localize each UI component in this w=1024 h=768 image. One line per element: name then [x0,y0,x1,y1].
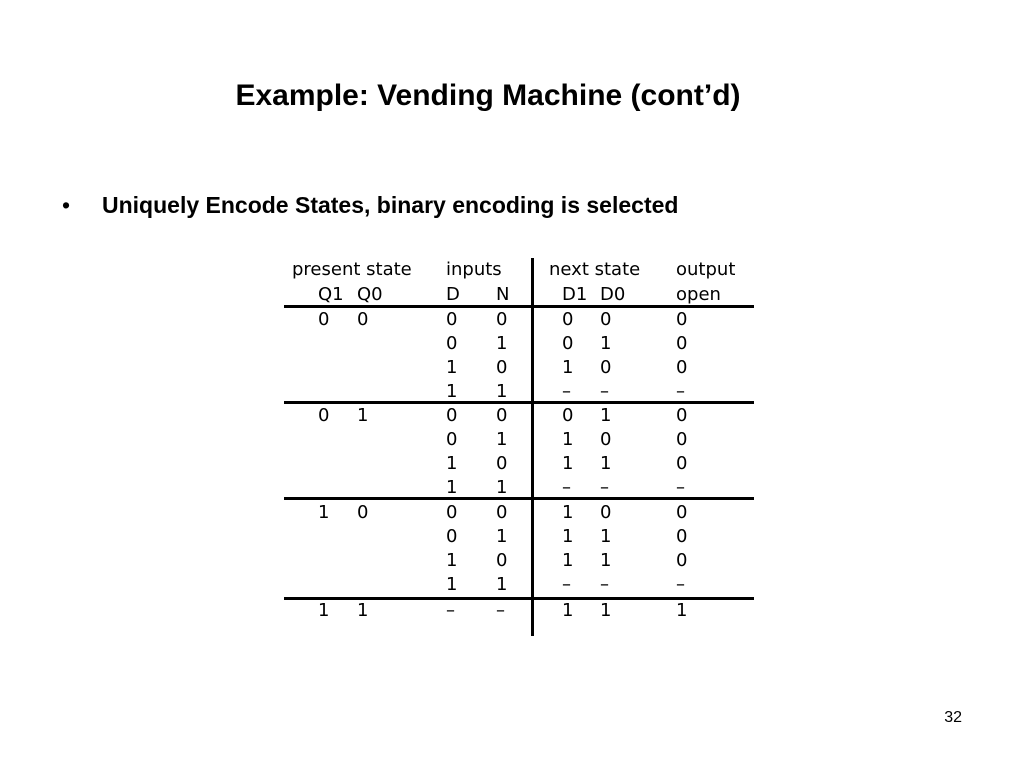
cell-open: 0 [676,526,688,547]
cell-q1: 1 [318,600,330,621]
subheader-q1: Q1 [318,284,344,305]
cell-n: 0 [496,309,508,330]
cell-n: 1 [496,574,508,595]
cell-open: 0 [676,502,688,523]
cell-d0: 0 [600,429,612,450]
cell-open: 0 [676,405,688,426]
cell-d: 0 [446,502,458,523]
group-divider [284,597,754,600]
cell-d0: 1 [600,600,612,621]
header-divider [284,305,754,308]
cell-d0: 0 [600,309,612,330]
cell-d1: 1 [562,502,574,523]
cell-d: 0 [446,526,458,547]
cell-d0: – [600,381,609,402]
column-divider [531,258,534,636]
cell-n: 0 [496,550,508,571]
cell-q1: 0 [318,309,330,330]
cell-d: 1 [446,574,458,595]
cell-d0: 0 [600,357,612,378]
group-divider [284,497,754,500]
page-number: 32 [944,709,962,726]
cell-d1: 1 [562,453,574,474]
cell-q0: 1 [357,600,369,621]
bullet-marker: • [62,192,71,218]
header-next-state: next state [549,259,641,280]
cell-d1: 1 [562,429,574,450]
subheader-d1: D1 [562,284,588,305]
header-output: output [676,259,736,280]
cell-d0: 1 [600,333,612,354]
cell-n: 1 [496,429,508,450]
cell-d: 0 [446,429,458,450]
cell-d1: 1 [562,600,574,621]
cell-d0: 0 [600,502,612,523]
cell-n: 0 [496,453,508,474]
cell-d: 0 [446,309,458,330]
cell-d: 1 [446,381,458,402]
cell-open: – [676,381,685,402]
cell-open: – [676,574,685,595]
cell-d0: 1 [600,526,612,547]
subheader-q0: Q0 [357,284,383,305]
bullet-point: • Uniquely Encode States, binary encoding… [62,190,678,220]
cell-d1: – [562,574,571,595]
cell-q0: 0 [357,309,369,330]
cell-d1: 0 [562,333,574,354]
cell-d0: 1 [600,453,612,474]
subheader-d0: D0 [600,284,626,305]
cell-d1: – [562,477,571,498]
cell-open: 0 [676,309,688,330]
cell-d: 1 [446,550,458,571]
cell-d: 0 [446,333,458,354]
cell-n: 0 [496,502,508,523]
cell-q0: 1 [357,405,369,426]
cell-q1: 1 [318,502,330,523]
header-present-state: present state [292,259,412,280]
cell-d1: 1 [562,526,574,547]
subheader-open: open [676,284,721,305]
cell-d1: 0 [562,405,574,426]
cell-n: 0 [496,405,508,426]
cell-d: 1 [446,477,458,498]
subheader-d: D [446,284,460,305]
cell-d1: 1 [562,357,574,378]
cell-n: 1 [496,526,508,547]
group-divider [284,401,754,404]
cell-open: 0 [676,550,688,571]
cell-d: – [446,600,455,621]
cell-open: 0 [676,429,688,450]
cell-d1: – [562,381,571,402]
cell-n: 0 [496,357,508,378]
cell-d: 1 [446,453,458,474]
cell-d0: – [600,574,609,595]
cell-d0: – [600,477,609,498]
cell-d: 1 [446,357,458,378]
cell-q0: 0 [357,502,369,523]
cell-open: 0 [676,453,688,474]
cell-open: 0 [676,333,688,354]
cell-d1: 1 [562,550,574,571]
cell-n: 1 [496,333,508,354]
header-inputs: inputs [446,259,502,280]
subheader-n: N [496,284,510,305]
cell-d0: 1 [600,405,612,426]
cell-n: 1 [496,381,508,402]
cell-d0: 1 [600,550,612,571]
cell-n: 1 [496,477,508,498]
cell-d: 0 [446,405,458,426]
cell-q1: 0 [318,405,330,426]
cell-d1: 0 [562,309,574,330]
cell-open: – [676,477,685,498]
cell-n: – [496,600,505,621]
slide-title: Example: Vending Machine (cont’d) [235,79,741,112]
cell-open: 0 [676,357,688,378]
cell-open: 1 [676,600,688,621]
bullet-text: Uniquely Encode States, binary encoding … [102,192,679,218]
